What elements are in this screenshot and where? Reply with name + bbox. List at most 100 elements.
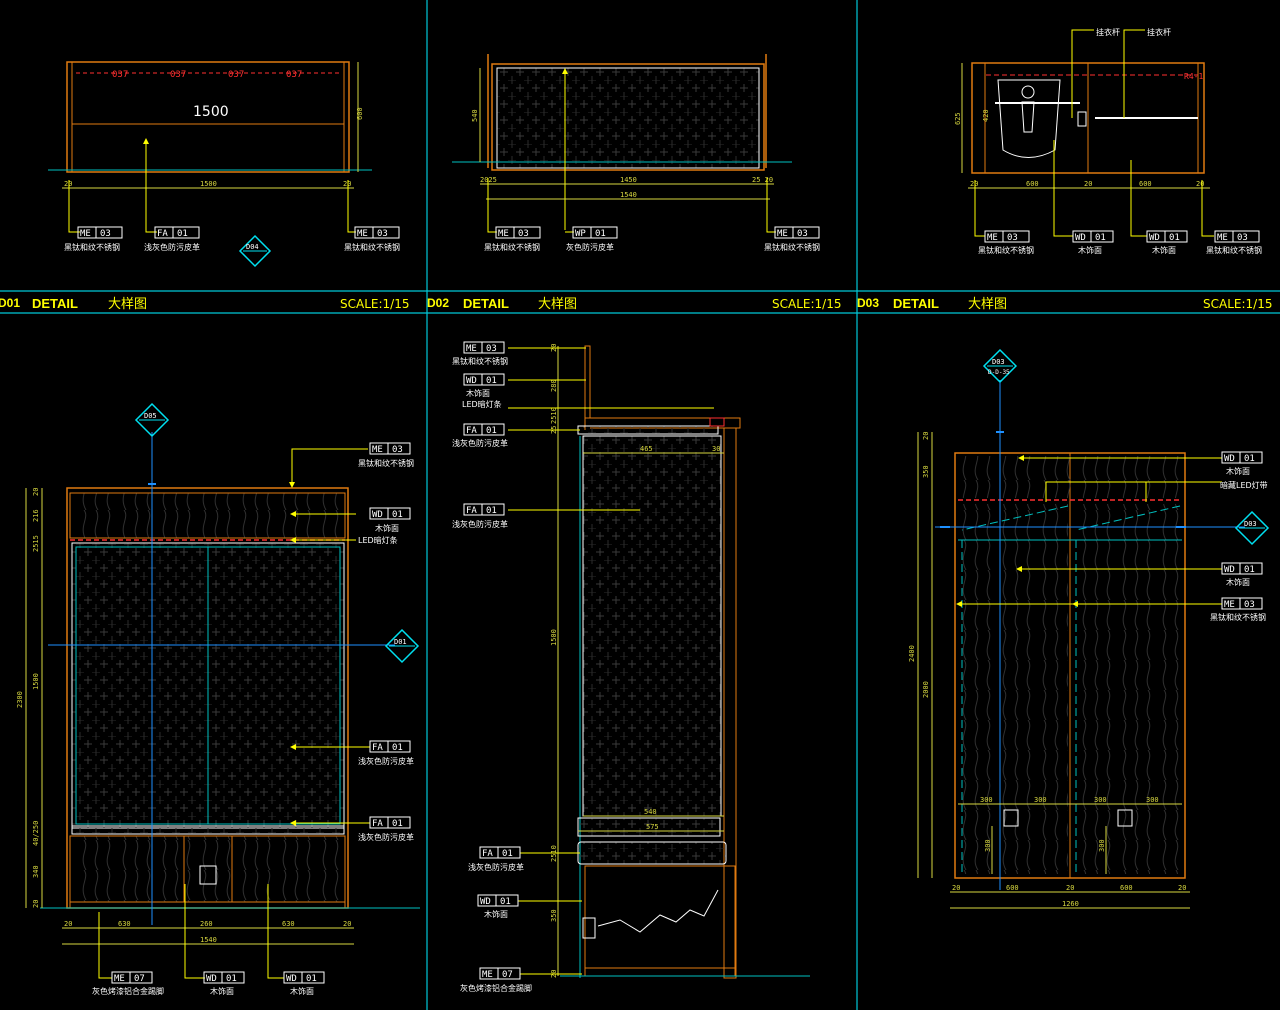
dim: 2515 <box>32 535 40 552</box>
width-label: 1500 <box>193 104 229 120</box>
material-tag: WD 01 木饰面 <box>477 894 519 919</box>
svg-text:ME: ME <box>357 229 368 239</box>
svg-text:WD: WD <box>1075 233 1086 243</box>
svg-text:01: 01 <box>306 974 317 984</box>
svg-text:03: 03 <box>1237 233 1248 243</box>
dim: 1450 <box>620 176 637 184</box>
svg-text:浅灰色防污皮革: 浅灰色防污皮革 <box>358 756 414 766</box>
svg-text:D04: D04 <box>246 243 259 251</box>
dim: 260 <box>200 920 213 928</box>
svg-text:木饰面: 木饰面 <box>1152 245 1176 255</box>
dim: 2510 <box>550 407 558 424</box>
dim: 600 <box>1120 884 1133 892</box>
dim: 300 <box>1098 839 1106 852</box>
svg-text:ME: ME <box>498 229 509 239</box>
tag-right: R4-1 <box>1184 72 1203 81</box>
dim: 1260 <box>1062 900 1079 908</box>
dim: 1500 <box>32 673 40 690</box>
material-tag: ME 03 黑钛和纹不锈钢 <box>358 442 414 468</box>
svg-text:浅灰色防污皮革: 浅灰色防污皮革 <box>144 242 200 252</box>
dim: 216 <box>32 509 40 522</box>
svg-text:ME: ME <box>482 970 493 980</box>
section-mark-d03-top: D03 D-D-35 <box>982 348 1018 384</box>
title-detail: DETAIL <box>893 296 939 311</box>
dim: 40/250 <box>32 821 40 846</box>
svg-text:WD: WD <box>1149 233 1160 243</box>
title-scale: SCALE:1/15 <box>772 297 841 311</box>
material-tag: ME 07 灰色烤漆铝合金踢脚 <box>460 967 532 993</box>
dim: 300 <box>980 796 993 804</box>
svg-text:浅灰色防污皮革: 浅灰色防污皮革 <box>358 832 414 842</box>
dim: 280 <box>550 379 558 392</box>
material-tag: FA 01 浅灰色防污皮革 <box>144 226 200 252</box>
material-tag: ME 03 黑钛和纹不锈钢 <box>64 226 123 252</box>
svg-text:03: 03 <box>797 229 808 239</box>
svg-text:WD: WD <box>466 376 477 386</box>
title-bar-d03: D03 DETAIL 大样图 SCALE:1/15 <box>857 296 1272 312</box>
svg-text:ME: ME <box>1224 600 1235 610</box>
material-tag: WD 01 木饰面 <box>463 373 505 398</box>
svg-text:ME: ME <box>987 233 998 243</box>
svg-text:黑钛和纹不锈钢: 黑钛和纹不锈钢 <box>1210 612 1266 622</box>
svg-text:浅灰色防污皮革: 浅灰色防污皮革 <box>452 438 508 448</box>
svg-text:D03: D03 <box>1244 520 1257 528</box>
dim: 340 <box>32 865 40 878</box>
material-tag: ME 03 黑钛和纹不锈钢 <box>344 226 400 252</box>
dim: 20 <box>343 920 351 928</box>
title-bar-d01: D01 DETAIL 大样图 SCALE:1/15 <box>0 296 409 312</box>
svg-text:木饰面: 木饰面 <box>375 523 399 533</box>
material-tag: WD 01 木饰面 <box>1221 562 1263 587</box>
dim: 1500 <box>200 180 217 188</box>
svg-text:浅灰色防污皮革: 浅灰色防污皮革 <box>468 862 524 872</box>
title-cn: 大样图 <box>968 297 1007 312</box>
svg-text:黑钛和纹不锈钢: 黑钛和纹不锈钢 <box>764 242 820 252</box>
led-dim: 037 <box>112 70 128 80</box>
view-bottom-middle: 20 280 2510 25 1500 2510 350 20 465 30 5… <box>452 341 810 993</box>
svg-text:01: 01 <box>1095 233 1106 243</box>
svg-text:黑钛和纹不锈钢: 黑钛和纹不锈钢 <box>484 242 540 252</box>
section-mark-d03-side: D03 <box>1234 510 1270 546</box>
svg-text:01: 01 <box>502 849 513 859</box>
svg-text:WD: WD <box>286 974 297 984</box>
section-mark-d01: D01 <box>384 628 420 664</box>
dim: 20 <box>1084 180 1092 188</box>
material-tag: ME 03 黑钛和纹不锈钢 <box>978 230 1034 255</box>
dim: 1540 <box>620 191 637 199</box>
svg-text:01: 01 <box>1169 233 1180 243</box>
svg-text:07: 07 <box>134 974 145 984</box>
title-scale: SCALE:1/15 <box>1203 297 1272 311</box>
svg-text:01: 01 <box>226 974 237 984</box>
dim: 630 <box>282 920 295 928</box>
svg-text:D03: D03 <box>992 358 1005 366</box>
led-label: LED暗灯条 <box>358 535 398 545</box>
dim: 30 <box>712 445 720 453</box>
dim: 350 <box>550 909 558 922</box>
title-id: D01 <box>0 296 20 310</box>
svg-text:03: 03 <box>100 229 111 239</box>
svg-text:木饰面: 木饰面 <box>484 909 508 919</box>
svg-text:01: 01 <box>486 426 497 436</box>
dim: 300 <box>984 839 992 852</box>
svg-text:WD: WD <box>480 897 491 907</box>
svg-text:01: 01 <box>595 229 606 239</box>
dim: 300 <box>1034 796 1047 804</box>
material-tag: ME 03 黑钛和纹不锈钢 <box>452 341 508 366</box>
dim: 20 <box>64 180 72 188</box>
svg-text:D01: D01 <box>394 638 407 646</box>
dim: 350 <box>922 465 930 478</box>
svg-text:浅灰色防污皮革: 浅灰色防污皮革 <box>452 519 508 529</box>
material-tag: FA 01 浅灰色防污皮革 <box>452 423 508 448</box>
dim: 300 <box>1094 796 1107 804</box>
material-tag: WP 01 灰色防污皮革 <box>566 226 618 252</box>
svg-text:07: 07 <box>502 970 513 980</box>
svg-text:木饰面: 木饰面 <box>466 388 490 398</box>
svg-text:灰色防污皮革: 灰色防污皮革 <box>566 242 614 252</box>
material-tag: ME 03 黑钛和纹不锈钢 <box>484 226 541 252</box>
svg-text:WD: WD <box>206 974 217 984</box>
svg-text:ME: ME <box>114 974 125 984</box>
svg-text:01: 01 <box>1244 454 1255 464</box>
svg-text:灰色烤漆铝合金踢脚: 灰色烤漆铝合金踢脚 <box>460 983 532 993</box>
svg-text:D05: D05 <box>144 412 157 420</box>
svg-text:WD: WD <box>372 510 383 520</box>
